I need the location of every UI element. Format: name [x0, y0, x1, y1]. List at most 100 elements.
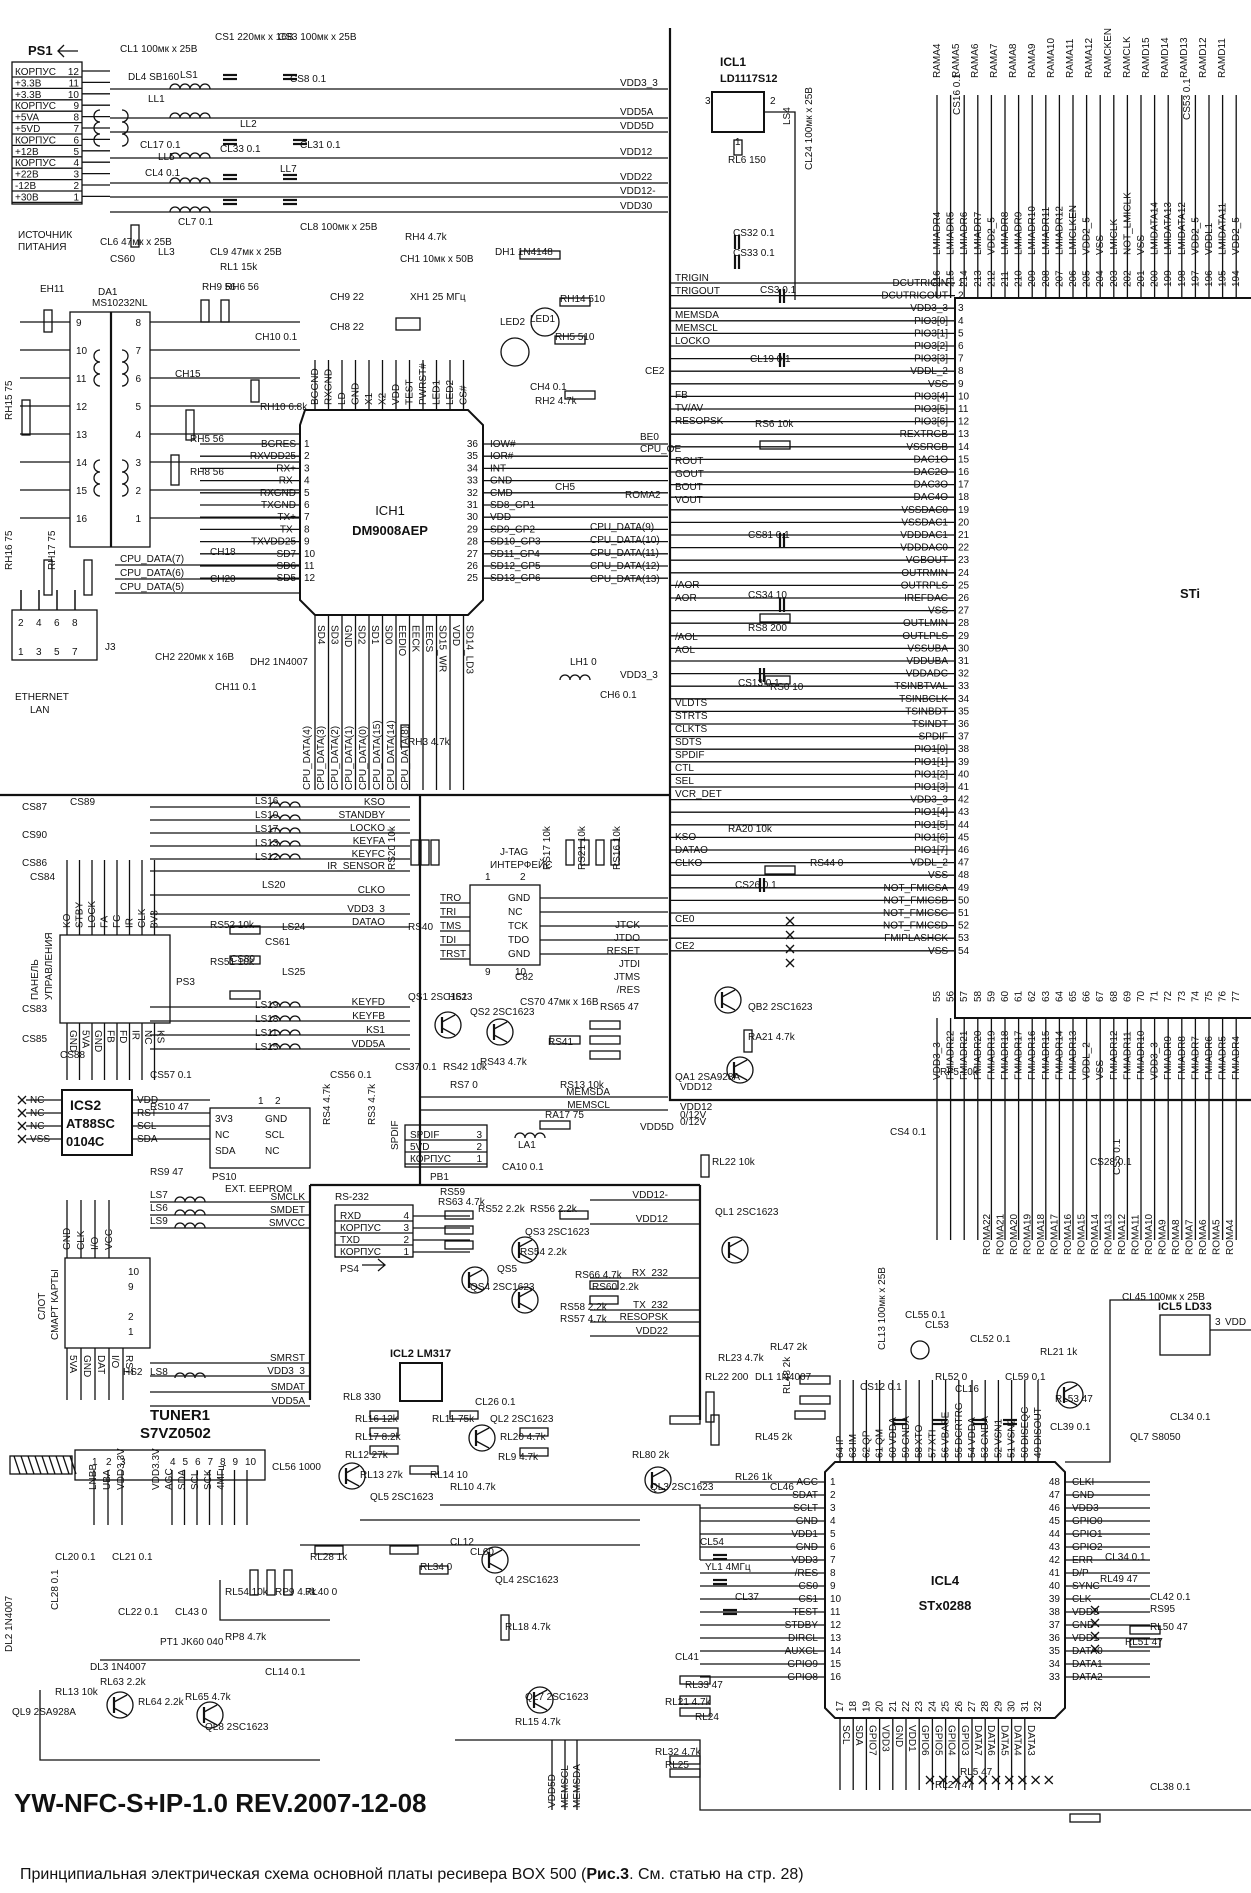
pb1-connector — [404, 1124, 488, 1168]
tuner-resistor-h — [314, 1545, 344, 1555]
icl4-part: RL26 1k — [735, 1472, 773, 1483]
sti-top-pin-num: 203 — [1109, 270, 1120, 287]
front-panel-signal: VDD5A — [352, 1039, 386, 1050]
ich1-signal-label: ROMA2 — [625, 490, 661, 501]
sti-bottom-net: ROMA14 — [1090, 1213, 1101, 1255]
tuner-resistor — [283, 1569, 293, 1596]
icl5-chip — [1159, 1314, 1211, 1356]
sti-top-net: RAMA5 — [951, 43, 962, 78]
icl4-left-pin-name: TEST — [792, 1607, 818, 1618]
sti-left-pin-name: DAC4O — [914, 492, 949, 503]
crystal-xh1 — [395, 317, 421, 331]
jtag-pin-index: 1 — [485, 872, 491, 883]
no-connect-mark — [17, 1134, 27, 1144]
icl4-right-pin-name: VDD3 — [1072, 1503, 1099, 1514]
ics2-left-pin: VSS — [30, 1134, 50, 1145]
hs2-connector — [64, 1257, 151, 1349]
ps10-pin: SCL — [265, 1130, 285, 1141]
routing-wire — [440, 1504, 701, 1560]
sti-top-pin-name: VDD2_5 — [986, 217, 997, 255]
icl4-bottom-pin-num: 19 — [861, 1700, 872, 1712]
sti-bottom-pin-num: 74 — [1190, 990, 1201, 1002]
ich1-left-pin-name: TX- — [280, 524, 296, 535]
rj45-pin: 1 — [18, 647, 24, 658]
ich1-left-pin-name: RXGND — [260, 488, 296, 499]
sti-left-pin-num: 44 — [958, 820, 970, 831]
no-connect-mark — [1031, 1775, 1041, 1785]
no-connect-mark — [1090, 1618, 1100, 1628]
jtag-pullup — [595, 839, 605, 866]
transformer-winding — [93, 109, 101, 147]
sti-top-net: RAMD12 — [1198, 37, 1209, 78]
eth-part-label: RH9 56 — [202, 282, 236, 293]
icl4-part: CL42 0.1 — [1150, 1592, 1191, 1603]
ich1-right-pin-name: CMD — [490, 488, 513, 499]
cpu-data-label: CPU_DATA(3) — [316, 726, 327, 790]
ich1-part-label: CH6 0.1 — [600, 690, 637, 701]
icl4-part: RL21 1k — [1040, 1347, 1078, 1358]
sti-left-pin-name: PIO3[4] — [914, 391, 948, 402]
transistor-part: VDD12 — [680, 1102, 713, 1113]
sti-left-pin-name: PIO1[7] — [914, 845, 948, 856]
icl4-left-pin-num: 14 — [830, 1646, 842, 1657]
sti-signal-label: MEMSDA — [675, 310, 719, 321]
transistor-qb2 — [714, 986, 742, 1014]
rail-label: VDD12 — [620, 147, 653, 158]
icl4-signal: MEMSDA — [572, 1764, 583, 1808]
ich1-top-pin: LED2 — [445, 380, 456, 405]
sti-left-pin-name: VSS — [928, 870, 948, 881]
ich1-top-pin: RXGND — [324, 369, 335, 405]
transistor-ql7-s8050 — [1063, 1397, 1078, 1406]
rj45-jack — [11, 609, 98, 661]
jtag-left-pin: TRO — [440, 893, 461, 904]
jtag-pullup — [430, 839, 440, 866]
icl4-top-pin-num: 50 — [1020, 1446, 1031, 1458]
icl4-right-pin-num: 40 — [1049, 1581, 1061, 1592]
rs232-part: QS4 2SC1623 — [470, 1282, 535, 1293]
resistor-rh5 — [185, 409, 195, 441]
ich1-right-pin-num: 35 — [467, 451, 479, 462]
sti-left-pin-num: 9 — [958, 379, 964, 390]
no-connect-mark — [965, 1775, 975, 1785]
sti-top-pin-num: 208 — [1041, 270, 1052, 287]
sti-left-pin-name: REXTRGB — [900, 429, 949, 440]
sti-bottom-pin-num: 56 — [946, 990, 957, 1002]
sti-left-pin-num: 6 — [958, 341, 964, 352]
front-panel-signal: KS1 — [366, 1025, 385, 1036]
icl4-left-pin-num: 13 — [830, 1633, 842, 1644]
spdif-signal: VDD5D — [640, 1122, 674, 1133]
ps1-connector — [11, 61, 83, 205]
cpu-data-label: CPU_DATA(11) — [590, 548, 659, 559]
sti-bottom-pin-name: FMIADR5 — [1218, 1036, 1229, 1080]
ich1-right-pin-num: 28 — [467, 537, 479, 548]
ics2-left-pin: NC — [30, 1108, 44, 1119]
sti-left-pin-name: PIO1[3] — [914, 782, 948, 793]
panel-inductor — [269, 1043, 301, 1050]
icl4-part: RL21 4.7k — [665, 1697, 712, 1708]
no-connect-mark — [17, 1095, 27, 1105]
icl4-left-pin-num: 9 — [830, 1581, 836, 1592]
sti-top-pin-num: 196 — [1204, 270, 1215, 287]
transistor-qs1 — [441, 1027, 456, 1036]
sti-signal-label: STRTS — [675, 711, 708, 722]
ps4-pin-name: КОРПУС — [340, 1247, 381, 1258]
icl4-part: RL48 2k — [782, 1356, 793, 1394]
transistor-ql3 — [651, 1482, 666, 1491]
icl4-left-pin-num: 5 — [830, 1529, 836, 1540]
icl4-top-pin-num: 49 — [1033, 1446, 1044, 1458]
ich1-right-pin-name: VDD — [490, 512, 511, 523]
ps3-bottom-pin: GND — [92, 1030, 103, 1052]
ich1-part-label: CH11 0.1 — [215, 682, 257, 693]
ps1-pin-name: -12В — [15, 181, 36, 192]
jtag-resistor — [589, 1020, 621, 1030]
sti-top-pin-num: 195 — [1218, 270, 1229, 287]
smartcard-label: СМАРТ КАРТЫ — [50, 1269, 61, 1340]
icl4-left-pin-name: GND — [796, 1542, 818, 1553]
ps1-pin-number: 9 — [73, 101, 79, 112]
icl4-resistor — [679, 1675, 711, 1685]
sti-top-net: RAMCKEN — [1103, 28, 1114, 78]
sti-bottom-pin-name: VDDL_2 — [1082, 1042, 1093, 1080]
front-panel-part: LS25 — [282, 967, 306, 978]
ps3-bottom-pin: 5VA — [80, 1030, 91, 1048]
icl4-top-pin-num: 62 — [861, 1446, 872, 1458]
